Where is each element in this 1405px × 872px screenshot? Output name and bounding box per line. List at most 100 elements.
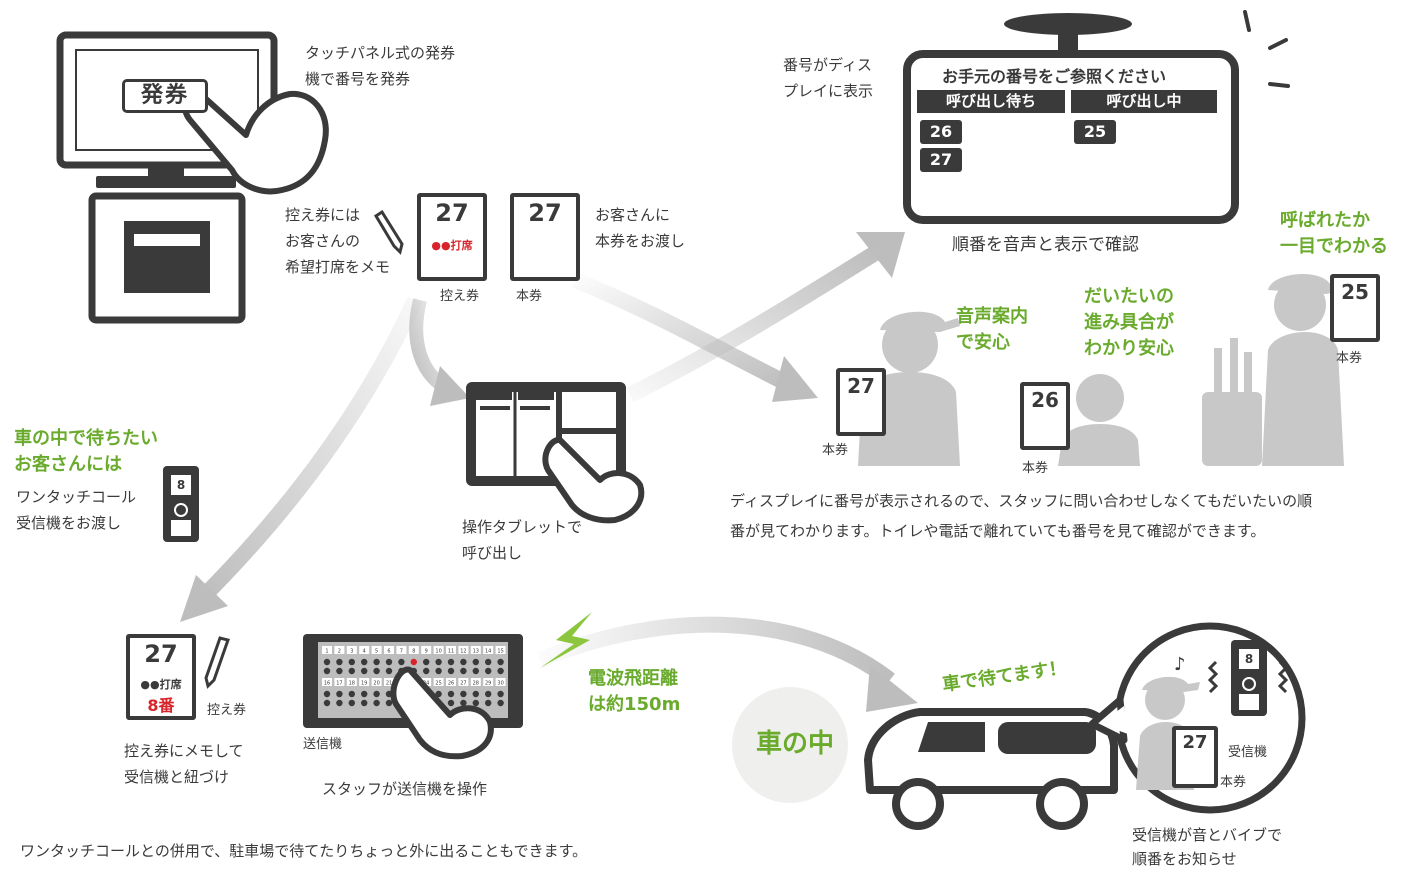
transmitter-key-label: 30 [497,681,503,687]
customer-ticket-number: 27 [847,374,875,398]
transmitter-button [472,699,479,707]
radio-wave-icon [540,612,592,668]
transmitter-button [373,690,380,698]
transmitter-button [385,699,393,707]
transmitter-key [433,678,444,686]
transmitter-button [323,699,331,707]
kiosk-caption-line1: タッチパネル式の発券 [305,44,456,62]
transmitter-button [423,658,430,666]
car-caption-line1: 受信機が音とバイブで [1132,826,1283,844]
transmitter-key [458,678,469,686]
customer-ticket: 25 [1330,274,1380,342]
stub-ticket-memo: ●●打席 [431,239,473,252]
transmitter-caption: スタッフが送信機を操作 [322,780,488,798]
transmitter-button [361,658,368,666]
stub2-memo: ●●打席 [140,678,182,691]
car-wait-caption-line2: 受信機をお渡し [16,514,122,532]
display-caption-line2: プレイに表示 [783,82,874,100]
transmitter-button [348,658,355,666]
transmitter-key-label: 1 [325,649,328,655]
transmitter-button [472,658,479,666]
transmitter-button [460,658,467,666]
transmitter-key-label: 2 [338,649,341,655]
customer-ticket-label: 本券 [822,443,849,458]
arrow-head [180,575,228,622]
transmitter-key [346,678,357,686]
main-ticket-caption-line2: 本券をお渡し [595,232,686,250]
green-radio-line2: は約150m [588,694,681,715]
footer-note: ワンタッチコールとの併用で、駐車場で待てたりちょっと外に出ることもできます。 [20,842,588,860]
transmitter-button [460,699,467,707]
waiting-number: 26 [920,120,962,144]
transmitter-key [408,646,419,654]
green-progress-line2: 進み具合が [1084,312,1174,333]
transmitter-button [336,699,343,707]
transmitter-button [497,667,504,675]
transmitter-key-label: 7 [400,649,403,655]
green-glance-line1: 呼ばれたか [1280,210,1370,231]
pager-number: 8 [171,475,191,495]
transmitter-button [472,667,479,675]
customer-ticket-number: 26 [1031,388,1059,412]
transmitter-key [433,646,444,654]
transmitter-key [396,646,407,654]
stub-note-line1: 控え券には [285,206,361,224]
car-wait-caption-line1: ワンタッチコール [16,488,137,506]
transmitter-key [322,646,332,654]
transmitter-key-label: 15 [497,649,503,655]
main-ticket: 27 [510,193,580,281]
transmitter-button [323,667,331,675]
transmitter-key [446,678,456,686]
transmitter-key [483,678,494,686]
transmitter-button [348,699,355,707]
transmitter-button [435,658,442,666]
transmitter-key [421,646,432,654]
transmitter-key [483,646,494,654]
stub2-caption-line1: 控え券にメモして [124,742,244,760]
arrow-tablet-to-display [626,243,885,403]
transmitter-key-label: 19 [361,681,367,687]
transmitter-button [373,658,380,666]
transmitter-button [361,667,368,675]
transmitter-key-label: 20 [373,681,379,687]
arrow-transmitter-to-car [536,616,895,687]
green-voice-line2: で安心 [956,332,1010,353]
stub-ticket: 27 ●●打席 [417,193,487,281]
arrow-ticket-to-customers [572,272,794,393]
stub2-caption-line2: 受信機と紐づけ [124,768,230,786]
transmitter-key-label: 4 [363,649,366,655]
stub2-pager-no: 8番 [147,696,175,715]
transmitter-key-label: 5 [375,649,378,655]
transmitter-button [336,690,343,698]
customer-ticket: 27 [836,368,886,436]
transmitter-button [460,667,467,675]
transmitter-key [359,646,370,654]
transmitter-key-label: 8 [412,649,415,655]
kiosk-hand-icon [181,87,329,195]
pencil-icons [204,209,404,689]
transmitter-key [470,678,481,686]
svg-text:♪: ♪ [1174,654,1186,675]
transmitter-button [485,690,492,698]
car-pager-receiver: 8 [1231,640,1267,716]
stub2-ticket: 27 ●●打席 8番 [126,634,196,720]
arrow-head [430,366,470,406]
explain-line2: 番が見てわかります。トイレや電話で離れていても番号を見て確認ができます。 [730,522,1266,540]
transmitter-button [385,667,393,675]
transmitter-button [336,658,343,666]
pager-receiver: 8 [163,466,199,542]
transmitter-key-label: 10 [435,649,441,655]
stub-label: 控え券 [440,289,480,304]
transmitter-key-label: 25 [435,681,441,687]
arrow-stub-to-pager [194,296,423,606]
transmitter-button [323,690,331,698]
explain-line1: ディスプレイに番号が表示されるので、スタッフに問い合わせしなくてもだいたいの順 [730,492,1313,510]
transmitter-key-label: 13 [473,649,479,655]
transmitter-key-label: 21 [386,681,392,687]
transmitter-button [323,658,331,666]
display-col-waiting: 呼び出し待ち [917,90,1065,113]
issue-button: 発券 [122,79,208,113]
stub-note-line2: お客さんの [285,232,361,250]
transmitter-button [361,690,368,698]
pager-button-icon [174,503,188,517]
